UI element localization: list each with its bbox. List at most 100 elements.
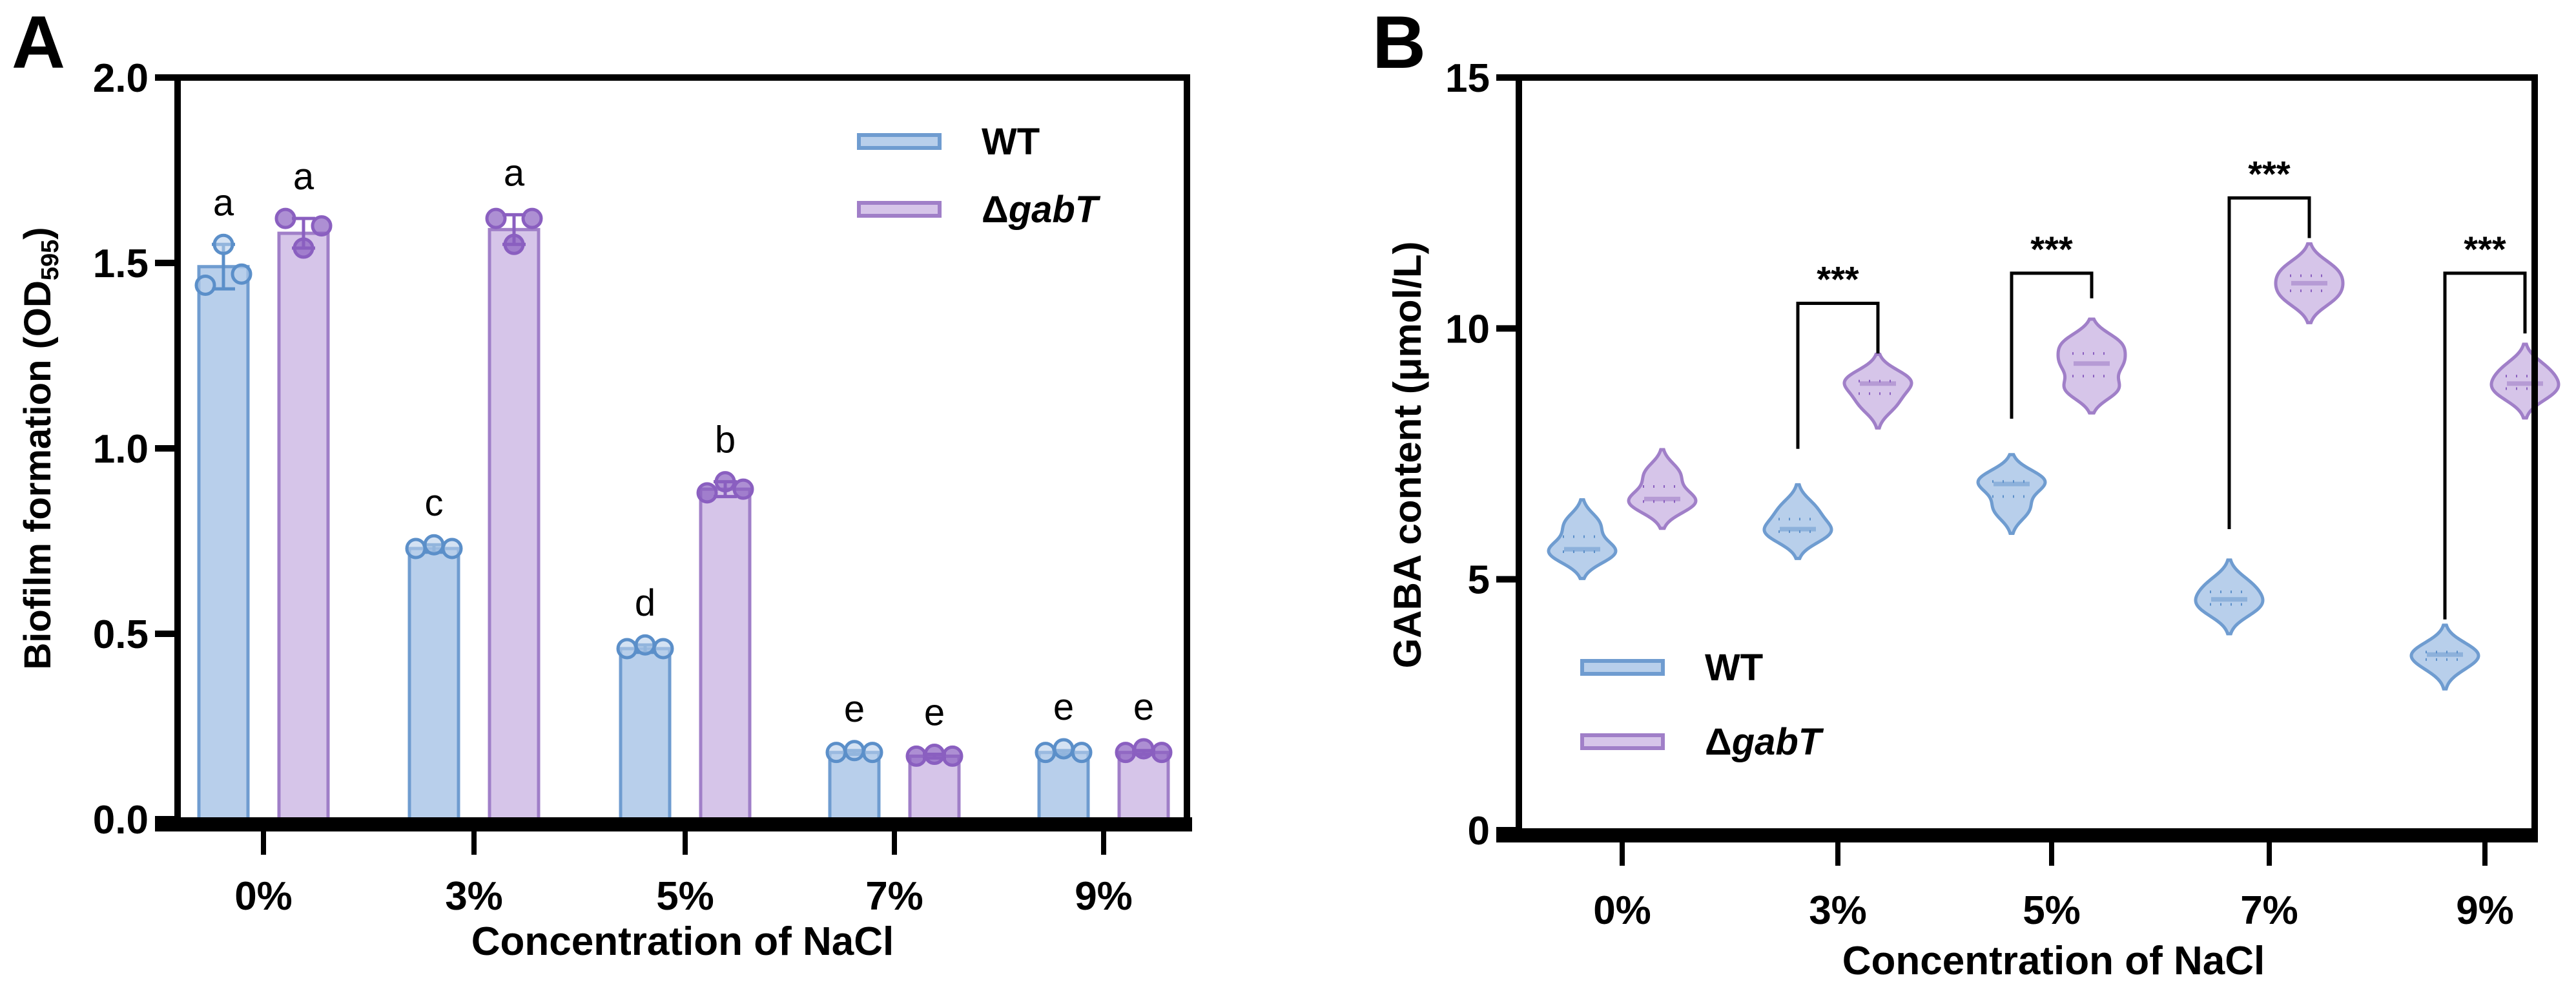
data-point [652, 638, 674, 660]
legend-swatch [1580, 659, 1665, 676]
legend-swatch [857, 133, 942, 150]
ylabel-subscript: 595 [37, 240, 64, 280]
data-point [843, 740, 865, 762]
significance-label: *** [1817, 259, 1859, 300]
ylabel-main: Biofilm formation (OD [17, 280, 59, 670]
x-tick-label: 7% [2240, 888, 2298, 933]
data-point [1133, 738, 1155, 760]
significance-letter: e [1133, 686, 1154, 728]
bar [619, 647, 672, 821]
x-tick-label: 7% [865, 874, 923, 919]
panel-b-ylabel: GABA content (μmol/L) [1386, 241, 1429, 668]
data-point [485, 207, 507, 229]
significance-label: *** [2464, 229, 2506, 269]
significance-letter: e [924, 692, 945, 734]
data-point [732, 478, 754, 500]
x-tick-label: 5% [2023, 888, 2081, 933]
bar [699, 487, 752, 821]
significance-letter: a [293, 156, 314, 198]
legend-label-italic: gabT [1008, 189, 1101, 231]
significance-letter: d [635, 582, 655, 624]
data-point [293, 237, 314, 259]
data-point [825, 742, 847, 764]
panel-a-label: A [12, 1, 65, 84]
significance-letter: c [425, 482, 444, 524]
violin [2194, 558, 2265, 636]
data-point [231, 263, 252, 285]
y-tick-label: 0.5 [93, 612, 149, 657]
significance-label: *** [2030, 229, 2073, 269]
significance-bracket [2227, 196, 2311, 529]
violin [2489, 342, 2561, 420]
data-point [1053, 738, 1075, 760]
violin [1627, 448, 1698, 530]
violin [1762, 483, 1833, 560]
x-tick-label: 3% [445, 874, 503, 919]
data-point [861, 742, 883, 764]
bar [1117, 751, 1170, 821]
legend-swatch [1580, 733, 1665, 750]
significance-letter: b [715, 419, 736, 461]
bar [277, 231, 330, 821]
data-point [905, 745, 927, 767]
x-tick-label: 0% [234, 874, 293, 919]
data-point [923, 744, 945, 766]
legend-label-italic: gabT [1731, 721, 1824, 763]
significance-label: *** [2248, 153, 2291, 194]
panel-b-plot: *** *** *** *** 0 5 10 15 0% 3% 5% 7% 9% WT ΔgabT [1445, 56, 2561, 933]
legend-swatch [857, 201, 942, 218]
significance-bracket [2010, 271, 2094, 419]
x-tick-label: 5% [656, 874, 714, 919]
y-tick-label: 10 [1445, 307, 1490, 351]
data-point [311, 215, 333, 237]
y-tick-label: 0 [1468, 809, 1490, 853]
bar [488, 227, 541, 821]
panel-b-label: B [1372, 1, 1426, 84]
x-tick-label: 3% [1809, 888, 1867, 933]
y-tick-label: 2.0 [93, 56, 149, 101]
data-point [714, 471, 736, 493]
violin [1842, 352, 1913, 430]
data-point [521, 207, 543, 229]
data-point [1151, 742, 1173, 764]
y-tick-label: 15 [1445, 56, 1490, 101]
data-point [194, 274, 216, 296]
violin [1976, 453, 2047, 536]
data-point [1071, 742, 1093, 764]
ylabel-end: ) [17, 227, 59, 239]
significance-letter: e [1053, 686, 1074, 728]
data-point [274, 207, 296, 229]
axis-frame [1516, 74, 2538, 830]
data-point [616, 638, 638, 660]
data-point [942, 745, 963, 767]
x-tick-label: 9% [2456, 888, 2514, 933]
panel-a-xlabel: Concentration of NaCl [471, 919, 894, 964]
data-point [405, 538, 427, 559]
significance-bracket [1796, 302, 1880, 449]
y-tick-label: 1.5 [93, 242, 149, 286]
legend-label: ΔgabT [1705, 721, 1824, 763]
y-tick-label: 0.0 [93, 798, 149, 842]
bar [197, 265, 250, 821]
data-point [423, 534, 445, 556]
significance-letter: e [844, 688, 865, 730]
bar [407, 547, 460, 821]
data-point [1035, 742, 1056, 764]
significance-letter: a [213, 182, 234, 224]
y-tick-label: 5 [1468, 558, 1490, 603]
significance-bracket [2443, 271, 2527, 620]
data-point [634, 634, 656, 656]
panel-b-xlabel: Concentration of NaCl [1842, 939, 2265, 983]
data-point [441, 538, 463, 559]
legend-label: WT [1705, 647, 1763, 689]
legend-label: WT [982, 121, 1040, 163]
x-tick-label: 0% [1593, 888, 1651, 933]
data-point [696, 482, 718, 504]
significance-letter: a [504, 152, 525, 194]
data-point [212, 233, 234, 255]
legend-label: ΔgabT [982, 189, 1101, 231]
y-tick-label: 1.0 [93, 427, 149, 472]
violin [1547, 498, 1618, 580]
legend-label-prefix: Δ [1705, 721, 1732, 763]
